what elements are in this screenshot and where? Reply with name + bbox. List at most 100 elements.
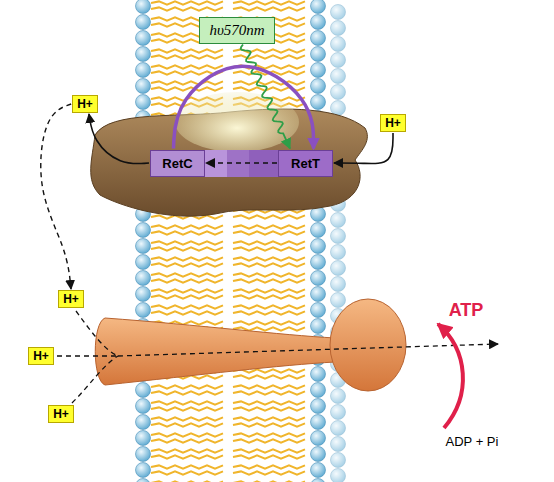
lipid-tail xyxy=(151,311,223,314)
lipid-head xyxy=(311,303,326,318)
lipid-head xyxy=(136,479,151,482)
retinal-state-box: RetC xyxy=(150,150,205,177)
lipid-head xyxy=(331,101,346,116)
lipid-head xyxy=(311,319,326,334)
lipid-tail xyxy=(233,481,305,482)
lipid-head xyxy=(136,303,151,318)
lipid-tail xyxy=(233,231,305,234)
lipid-tail xyxy=(151,391,223,394)
lipid-tail xyxy=(233,465,305,468)
lipid-head xyxy=(136,255,151,270)
lipid-tail xyxy=(233,375,305,378)
lipid-head xyxy=(331,53,346,68)
lipid-head xyxy=(311,223,326,238)
lipid-tail xyxy=(151,81,223,84)
lipid-tail xyxy=(233,305,305,308)
proton-diffusion-arrow xyxy=(41,104,71,289)
lipid-tail xyxy=(151,465,223,468)
lipid-tail xyxy=(233,241,305,244)
lipid-head xyxy=(311,79,326,94)
photon-box: hυ570nm xyxy=(199,17,274,44)
lipid-head xyxy=(331,261,346,276)
lipid-tail xyxy=(151,407,223,410)
relaxation-arrow xyxy=(206,162,277,163)
lipid-tail xyxy=(233,215,305,218)
node-text: H+ xyxy=(385,116,401,130)
lipid-tail xyxy=(233,55,305,58)
lipid-tail xyxy=(151,247,223,250)
lipid-head xyxy=(331,389,346,404)
lipid-tail xyxy=(151,87,223,90)
lipid-head xyxy=(311,15,326,30)
lipid-tail xyxy=(151,7,223,10)
lipid-head xyxy=(331,421,346,436)
lipid-head xyxy=(311,399,326,414)
lipid-tail xyxy=(151,263,223,266)
lipid-head xyxy=(311,383,326,398)
lipid-tail xyxy=(151,471,223,474)
isomerization-arrow xyxy=(174,66,314,148)
lipid-tail xyxy=(151,55,223,58)
node-text: H+ xyxy=(77,97,93,111)
lipid-head xyxy=(311,0,326,14)
lipid-head xyxy=(311,463,326,478)
lipid-head xyxy=(136,383,151,398)
retinal-segment xyxy=(205,150,227,177)
lipid-tail xyxy=(233,455,305,458)
lipid-tail xyxy=(151,273,223,276)
retinal-state-box: RetT xyxy=(278,150,333,177)
lipid-head xyxy=(331,293,346,308)
proton-uptake-arrow xyxy=(334,133,393,164)
lipid-head xyxy=(331,405,346,420)
node-text: hυ570nm xyxy=(209,22,264,39)
lipid-tail xyxy=(151,455,223,458)
lipid-head xyxy=(136,63,151,78)
lipid-tail xyxy=(151,231,223,234)
lipid-head xyxy=(331,277,346,292)
lipid-tail xyxy=(233,471,305,474)
lipid-tail xyxy=(151,295,223,298)
proton-box: H+ xyxy=(28,347,54,365)
lipid-tail xyxy=(233,311,305,314)
lipid-tail xyxy=(151,481,223,482)
proton-flow-arrow xyxy=(118,344,498,356)
lipid-head xyxy=(331,85,346,100)
lipid-tail xyxy=(233,81,305,84)
lipid-head xyxy=(311,271,326,286)
lipid-tail xyxy=(233,289,305,292)
lipid-head xyxy=(136,431,151,446)
lipid-head xyxy=(136,447,151,462)
lipid-tail xyxy=(151,449,223,452)
lipid-tail xyxy=(151,289,223,292)
lipid-head xyxy=(136,223,151,238)
lipid-head xyxy=(331,5,346,20)
substrate-label: ADP + Pi xyxy=(446,434,499,449)
lipid-head xyxy=(331,437,346,452)
lipid-head xyxy=(136,463,151,478)
lipid-head xyxy=(136,399,151,414)
lipid-head xyxy=(311,255,326,270)
lipid-head xyxy=(136,239,151,254)
proton-path xyxy=(76,311,118,356)
lipid-head xyxy=(136,287,151,302)
lipid-head xyxy=(136,271,151,286)
lipid-tail xyxy=(233,247,305,250)
product-label: ATP xyxy=(449,300,484,321)
lipid-head xyxy=(136,47,151,62)
lipid-tail xyxy=(151,279,223,282)
node-text: H+ xyxy=(63,292,79,306)
photon-arrow xyxy=(241,45,290,149)
proton-path xyxy=(72,356,118,403)
lipid-tail xyxy=(151,433,223,436)
lipid-tail xyxy=(151,417,223,420)
proton-path xyxy=(57,355,118,356)
lipid-tail xyxy=(151,401,223,404)
lipid-tail xyxy=(151,241,223,244)
lipid-head xyxy=(311,31,326,46)
lipid-head xyxy=(136,79,151,94)
lipid-tail xyxy=(151,1,223,4)
lipid-tail xyxy=(233,385,305,388)
lipid-tail xyxy=(233,449,305,452)
